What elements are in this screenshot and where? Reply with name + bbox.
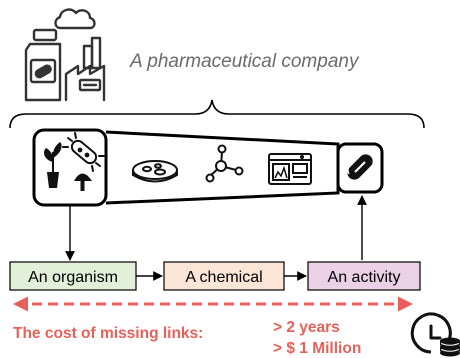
mushroom-icon bbox=[74, 173, 92, 191]
activity-box: An activity bbox=[307, 261, 421, 291]
organism-source-box bbox=[32, 128, 108, 207]
cost-money: > $ 1 Million bbox=[273, 340, 361, 357]
organism-box: An organism bbox=[9, 261, 137, 291]
factory-icon bbox=[54, 8, 106, 102]
company-label: A pharmaceutical company bbox=[129, 51, 360, 72]
bacteria-icon bbox=[62, 132, 105, 172]
chemical-label: A chemical bbox=[185, 269, 262, 286]
chemical-box: A chemical bbox=[163, 261, 285, 291]
cost-years: > 2 years bbox=[273, 319, 340, 336]
activity-label: An activity bbox=[328, 269, 401, 286]
clock-icon bbox=[410, 312, 452, 354]
molecule-icon bbox=[205, 144, 244, 183]
cost-label: The cost of missing links: bbox=[13, 325, 203, 342]
pill-capsule-icon bbox=[347, 154, 373, 180]
plant-icon bbox=[44, 142, 62, 188]
organism-label: An organism bbox=[28, 269, 118, 286]
petri-dish-icon bbox=[132, 160, 178, 183]
lab-machine-icon bbox=[268, 153, 312, 185]
medicine-bottle-icon bbox=[24, 28, 62, 102]
curly-brace bbox=[9, 99, 425, 129]
coins-icon bbox=[440, 337, 460, 357]
